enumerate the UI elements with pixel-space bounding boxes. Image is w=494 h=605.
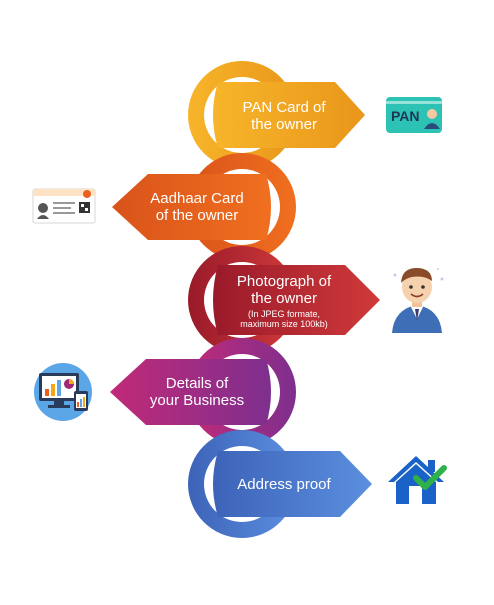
step-3-note-1: (In JPEG formate, [247, 309, 321, 319]
step-5-label: Address proof [224, 476, 344, 493]
step-3-arrow [213, 265, 380, 335]
step-1-label: PAN Card of the owner [222, 99, 346, 133]
pan-card-text: PAN [391, 108, 420, 124]
pan-card-icon: PAN [386, 97, 442, 133]
step-3-label: Photograph of the owner (In JPEG formate… [218, 273, 350, 329]
step-4-arrow [110, 359, 271, 425]
house-check-icon [388, 456, 447, 504]
step-3-line-2: the owner [251, 290, 317, 307]
step-5-arrow [213, 451, 372, 517]
step-4-label: Details of your Business [132, 375, 262, 409]
step-5-line-1: Address proof [237, 476, 331, 493]
aadhaar-card-icon [32, 188, 96, 224]
step-2-label: Aadhaar Card of the owner [132, 190, 262, 224]
person-icon [392, 267, 444, 333]
step-4-line-2: your Business [149, 392, 245, 409]
step-1-line-1: PAN Card of [242, 99, 326, 116]
step-4-line-1: Details of [165, 375, 229, 392]
step-2-line-1: Aadhaar Card [150, 190, 244, 207]
step-1-line-2: the owner [251, 116, 317, 133]
step-3-line-1: Photograph of [236, 273, 332, 290]
business-dashboard-icon [34, 363, 92, 421]
step-1-arrow [213, 82, 365, 148]
step-2-arrow [112, 174, 271, 240]
step-3-note-2: maximum size 100kb) [240, 319, 328, 329]
step-2-line-2: of the owner [155, 207, 239, 224]
